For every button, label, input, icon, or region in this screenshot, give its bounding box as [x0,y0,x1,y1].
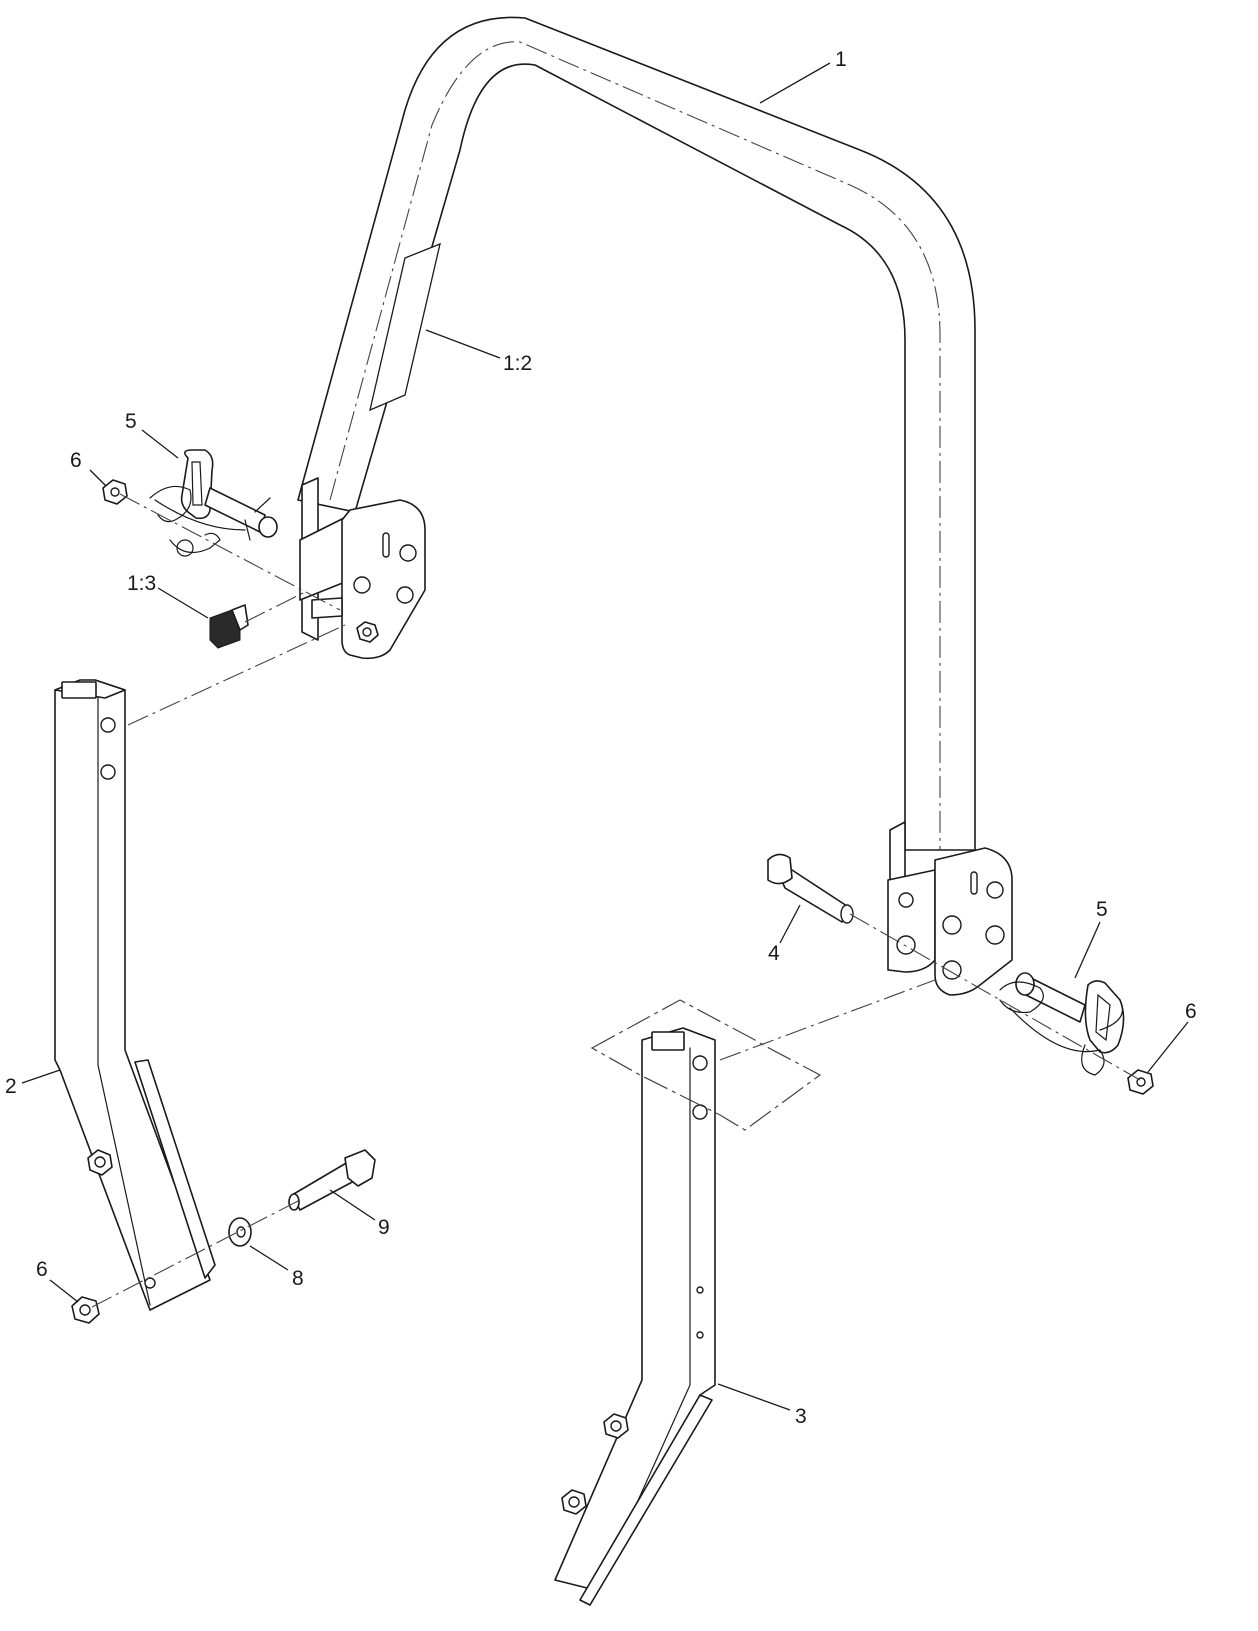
callout-9: 9 [378,1216,390,1239]
left-hoop-bracket [299,477,426,660]
roll-bar-hoop [297,16,976,851]
shoulder-bolt [767,853,854,924]
assembly-center-lines [91,493,1141,1308]
tube-plug-cap [209,604,249,649]
callout-5-right: 5 [1096,898,1108,921]
right-lower-leg [554,1027,716,1606]
leader-lines [21,62,1189,1411]
assembly-phantom-outline [590,999,822,1131]
right-hoop-bracket [887,821,1013,996]
callout-6-top-left: 6 [70,449,82,472]
callout-6-right: 6 [1185,1000,1197,1023]
flat-washer [228,1217,252,1247]
callout-1: 1 [835,48,847,71]
callout-4: 4 [768,942,780,965]
callout-2: 2 [5,1075,17,1098]
roll-bar-decal [369,242,441,412]
flange-nut-top-left [102,479,128,505]
callout-1-3: 1:3 [127,572,156,595]
callout-8: 8 [292,1267,304,1290]
callout-labels: 1 1:2 1:3 2 3 4 5 5 6 6 6 8 9 [5,48,1197,1428]
hex-bolt [288,1149,376,1211]
left-hitch-pin [149,449,278,557]
flange-nut-bottom-left [71,1296,100,1324]
flange-nut-right [1127,1069,1154,1095]
left-lower-leg [54,679,216,1311]
callout-3: 3 [795,1405,807,1428]
right-hitch-pin [999,972,1125,1076]
callout-1-2: 1:2 [503,352,532,375]
callout-5-left: 5 [125,410,137,433]
callout-6-bottom-left: 6 [36,1258,48,1281]
